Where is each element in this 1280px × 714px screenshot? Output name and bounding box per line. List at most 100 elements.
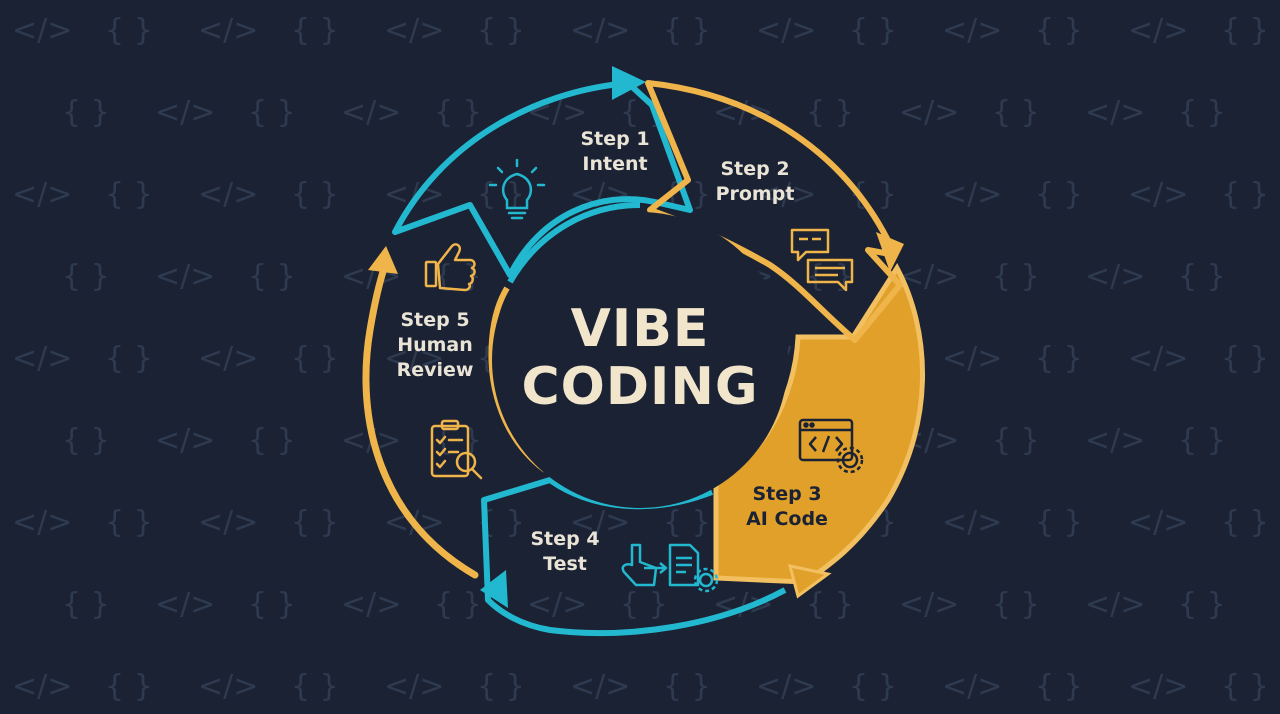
background-code-symbol: </> — [942, 505, 1002, 540]
thumbs-up-icon — [424, 243, 476, 292]
background-code-symbol: </> — [384, 13, 444, 48]
background-code-symbol: { } — [1035, 177, 1083, 212]
background-code-symbol: </> — [1128, 13, 1188, 48]
background-code-symbol: </> — [1128, 669, 1188, 704]
chat-bubbles-icon — [790, 228, 854, 292]
background-code-symbol: { } — [1221, 505, 1269, 540]
background-code-symbol: </> — [198, 341, 258, 376]
background-code-symbol: </> — [12, 177, 72, 212]
background-code-symbol: </> — [155, 423, 215, 458]
background-code-symbol: </> — [942, 341, 1002, 376]
step1-inner-arc — [507, 202, 641, 284]
background-code-symbol: { } — [1178, 259, 1226, 294]
background-code-symbol: { } — [434, 587, 482, 622]
background-code-symbol: </> — [341, 95, 401, 130]
background-code-symbol: </> — [756, 669, 816, 704]
lightbulb-icon — [488, 158, 546, 220]
background-code-symbol: { } — [105, 669, 153, 704]
background-code-symbol: </> — [384, 177, 444, 212]
background-code-symbol: </> — [198, 505, 258, 540]
background-code-symbol: </> — [942, 669, 1002, 704]
background-code-symbol: { } — [620, 587, 668, 622]
step5-arrow-head — [368, 246, 398, 274]
background-code-symbol: { } — [248, 95, 296, 130]
background-code-symbol: </> — [570, 505, 630, 540]
background-code-symbol: { } — [806, 95, 854, 130]
background-code-symbol: </> — [198, 177, 258, 212]
background-code-symbol: </> — [899, 587, 959, 622]
step4-label: Step 4 Test — [530, 528, 600, 575]
background-code-symbol: { } — [992, 587, 1040, 622]
background-code-symbol: { } — [849, 13, 897, 48]
background-code-symbol: { } — [62, 423, 110, 458]
step5-segment — [362, 258, 479, 579]
step4-arrow-head — [480, 570, 508, 608]
background-code-symbol: { } — [105, 13, 153, 48]
background-code-symbol: { } — [477, 669, 525, 704]
background-code-symbol: </> — [1128, 505, 1188, 540]
background-code-symbol: </> — [155, 587, 215, 622]
step1-label: Step 1 Intent — [580, 128, 650, 175]
background-code-symbol: </> — [942, 13, 1002, 48]
background-code-symbol: { } — [105, 341, 153, 376]
background-code-symbol: { } — [62, 259, 110, 294]
step1-segment — [392, 80, 693, 278]
background-code-symbol: { } — [434, 95, 482, 130]
background-code-symbol: { } — [62, 95, 110, 130]
step5-label: Step 5 Human Review — [396, 309, 474, 381]
background-code-symbol: </> — [527, 95, 587, 130]
background-code-symbol: { } — [1035, 669, 1083, 704]
center-title: VIBE CODING — [480, 300, 800, 416]
step3-arrow-head — [787, 564, 832, 599]
hand-document-gear-icon — [621, 543, 719, 593]
background-code-symbol: </> — [1128, 177, 1188, 212]
background-code-symbol: { } — [1035, 505, 1083, 540]
background-code-symbol: </> — [527, 587, 587, 622]
background-code-symbol: { } — [1221, 177, 1269, 212]
background-code-symbol: </> — [155, 259, 215, 294]
background-code-symbol: </> — [384, 341, 444, 376]
background-code-symbol: { } — [1221, 13, 1269, 48]
background-code-symbol: </> — [570, 13, 630, 48]
background-code-symbol: { } — [992, 95, 1040, 130]
background-code-symbol: { } — [291, 177, 339, 212]
title-line2: CODING — [521, 357, 759, 417]
background-code-symbol: </> — [1085, 423, 1145, 458]
code-window-gear-icon — [798, 418, 864, 474]
title-line1: VIBE — [570, 299, 710, 359]
background-code-symbol: </> — [341, 587, 401, 622]
background-code-symbol: { } — [291, 341, 339, 376]
background-code-symbol: { } — [477, 177, 525, 212]
background-code-symbol: </> — [1085, 259, 1145, 294]
background-code-symbol: { } — [663, 669, 711, 704]
background-code-symbol: { } — [1178, 95, 1226, 130]
step1-arrow-head — [612, 66, 646, 100]
background-code-symbol: { } — [992, 259, 1040, 294]
background-code-symbol: { } — [663, 13, 711, 48]
background-code-symbol: </> — [756, 13, 816, 48]
background-code-symbol: </> — [12, 13, 72, 48]
background-code-symbol: { } — [62, 587, 110, 622]
background-code-symbol: { } — [1221, 669, 1269, 704]
background-code-symbol: </> — [756, 177, 816, 212]
background-code-symbol: </> — [1085, 95, 1145, 130]
background-code-symbol: { } — [1178, 587, 1226, 622]
background-code-symbol: </> — [12, 505, 72, 540]
background-code-symbol: </> — [899, 95, 959, 130]
background-code-symbol: { } — [105, 505, 153, 540]
background-code-symbol: { } — [1221, 341, 1269, 376]
background-code-symbol: { } — [291, 669, 339, 704]
background-code-symbol: { } — [105, 177, 153, 212]
checklist-magnifier-icon — [430, 419, 483, 480]
background-code-symbol: { } — [663, 505, 711, 540]
background-code-symbol: </> — [570, 669, 630, 704]
background-code-symbol: </> — [198, 669, 258, 704]
background-code-symbol: { } — [477, 13, 525, 48]
background-code-symbol: { } — [1178, 423, 1226, 458]
background-code-symbol: { } — [849, 669, 897, 704]
step2-arrow-head — [876, 232, 904, 272]
background-code-symbol: </> — [12, 341, 72, 376]
background-code-symbol: </> — [1085, 587, 1145, 622]
